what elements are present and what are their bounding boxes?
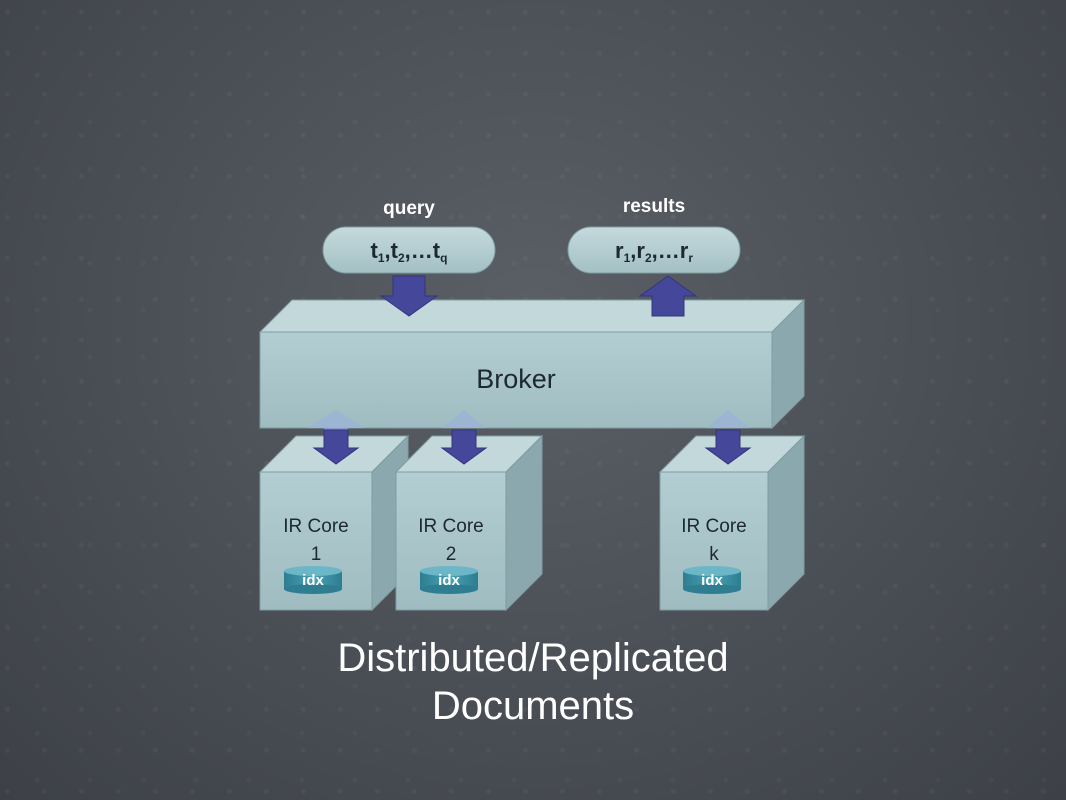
query-arrow-down [379,275,439,317]
query-separator-2: , [404,238,411,263]
query-label: query [383,198,435,219]
query-term-3-sub: q [440,251,448,265]
results-term-1-base: r [615,238,624,263]
caption: Distributed/Replicated Documents [233,634,833,730]
results-separator-2: , [651,238,658,263]
results-terms: r1,r2,…rr [568,238,740,265]
results-separator-1: , [630,238,637,263]
index-cylinder-k [683,566,741,594]
results-pill [567,226,741,274]
index-cylinder-2 [420,566,478,594]
index-label-2: idx [438,572,460,589]
core-2-link-arrow [440,410,488,465]
query-term-3-base: …t [410,238,441,263]
ir-core-2-line2: 2 [445,544,457,565]
ir-core-2-label: IR Core 2 [396,513,506,569]
ir-core-1-label: IR Core 1 [260,513,372,569]
results-arrow-up [638,275,698,317]
query-term-1-base: t [370,238,378,263]
query-pill [322,226,496,274]
broker-label: Broker [476,364,556,394]
ir-core-1-line2: 1 [310,544,322,565]
query-term-2-base: t [390,238,398,263]
ir-core-k-label: IR Core k [660,513,768,569]
results-term-2-base: r [636,238,645,263]
ir-core-2-line1: IR Core [418,516,484,537]
ir-core-k-line2: k [709,544,719,565]
index-label-k: idx [701,572,723,589]
query-separator-1: , [384,238,391,263]
results-term-2-sub: 2 [644,251,652,265]
results-label: results [622,196,686,217]
ir-core-1-line1: IR Core [283,516,349,537]
results-term-1-sub: 1 [623,251,631,265]
caption-line-1: Distributed/Replicated [337,636,729,680]
core-k-link-arrow [704,410,752,465]
caption-line-2: Documents [431,684,635,728]
results-term-3-sub: r [688,251,693,265]
results-term-3-base: …r [657,238,689,263]
index-label-1: idx [302,572,324,589]
query-term-2-sub: 2 [397,251,405,265]
query-term-1-sub: 1 [377,251,385,265]
core-1-link-arrow [308,410,364,465]
index-cylinder-1 [284,566,342,594]
query-terms: t1,t2,…tq [323,238,495,265]
ir-core-k-line1: IR Core [681,516,747,537]
